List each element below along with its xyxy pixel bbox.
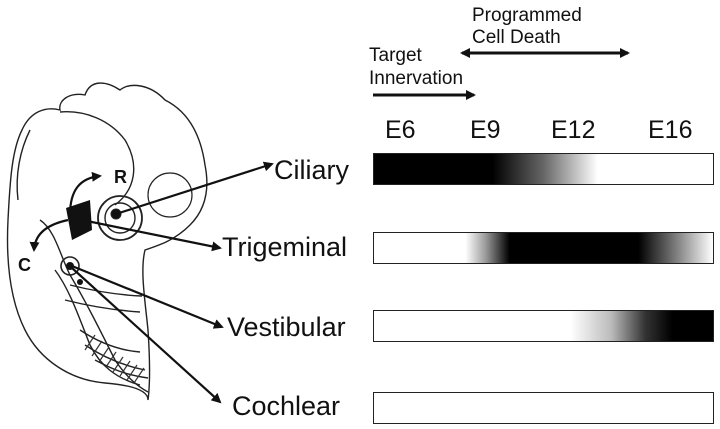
caudal-marker: C — [18, 255, 31, 275]
embryo-outline — [6, 82, 208, 401]
vertebrae — [84, 334, 145, 384]
nerve-label-trigeminal: Trigeminal — [222, 232, 348, 262]
caudal-arrow — [29, 218, 69, 252]
vestibular-pointer-arrow — [71, 264, 224, 329]
ciliary-pointer-arrow — [115, 161, 274, 216]
stage-label-e16: E16 — [648, 116, 693, 144]
eye — [97, 172, 193, 241]
vestibular-gradient-bar — [373, 310, 714, 342]
cochlear-pointer-arrow — [71, 267, 222, 404]
rostral-arrow — [68, 171, 102, 216]
ciliary-gradient-bar — [373, 153, 714, 185]
nerve-label-cochlear: Cochlear — [232, 391, 341, 421]
stage-label-e9: E9 — [470, 116, 501, 144]
nerve-label-ciliary: Ciliary — [274, 155, 350, 185]
target-innervation-label-line2: Innervation — [369, 68, 464, 89]
rostral-marker: R — [114, 167, 127, 187]
stage-label-e12: E12 — [551, 116, 596, 144]
target-innervation-label-line1: Target — [369, 45, 422, 66]
cochlear-gradient-bar — [373, 392, 714, 424]
trigeminal-pointer-arrow — [81, 218, 222, 252]
nerve-label-vestibular: Vestibular — [227, 312, 346, 342]
stage-label-e6: E6 — [385, 116, 416, 144]
trigeminal-gradient-bar — [373, 232, 714, 264]
programmed-cell-death-label-line2: Cell Death — [472, 27, 561, 48]
programmed-cell-death-label-line1: Programmed — [472, 5, 582, 26]
